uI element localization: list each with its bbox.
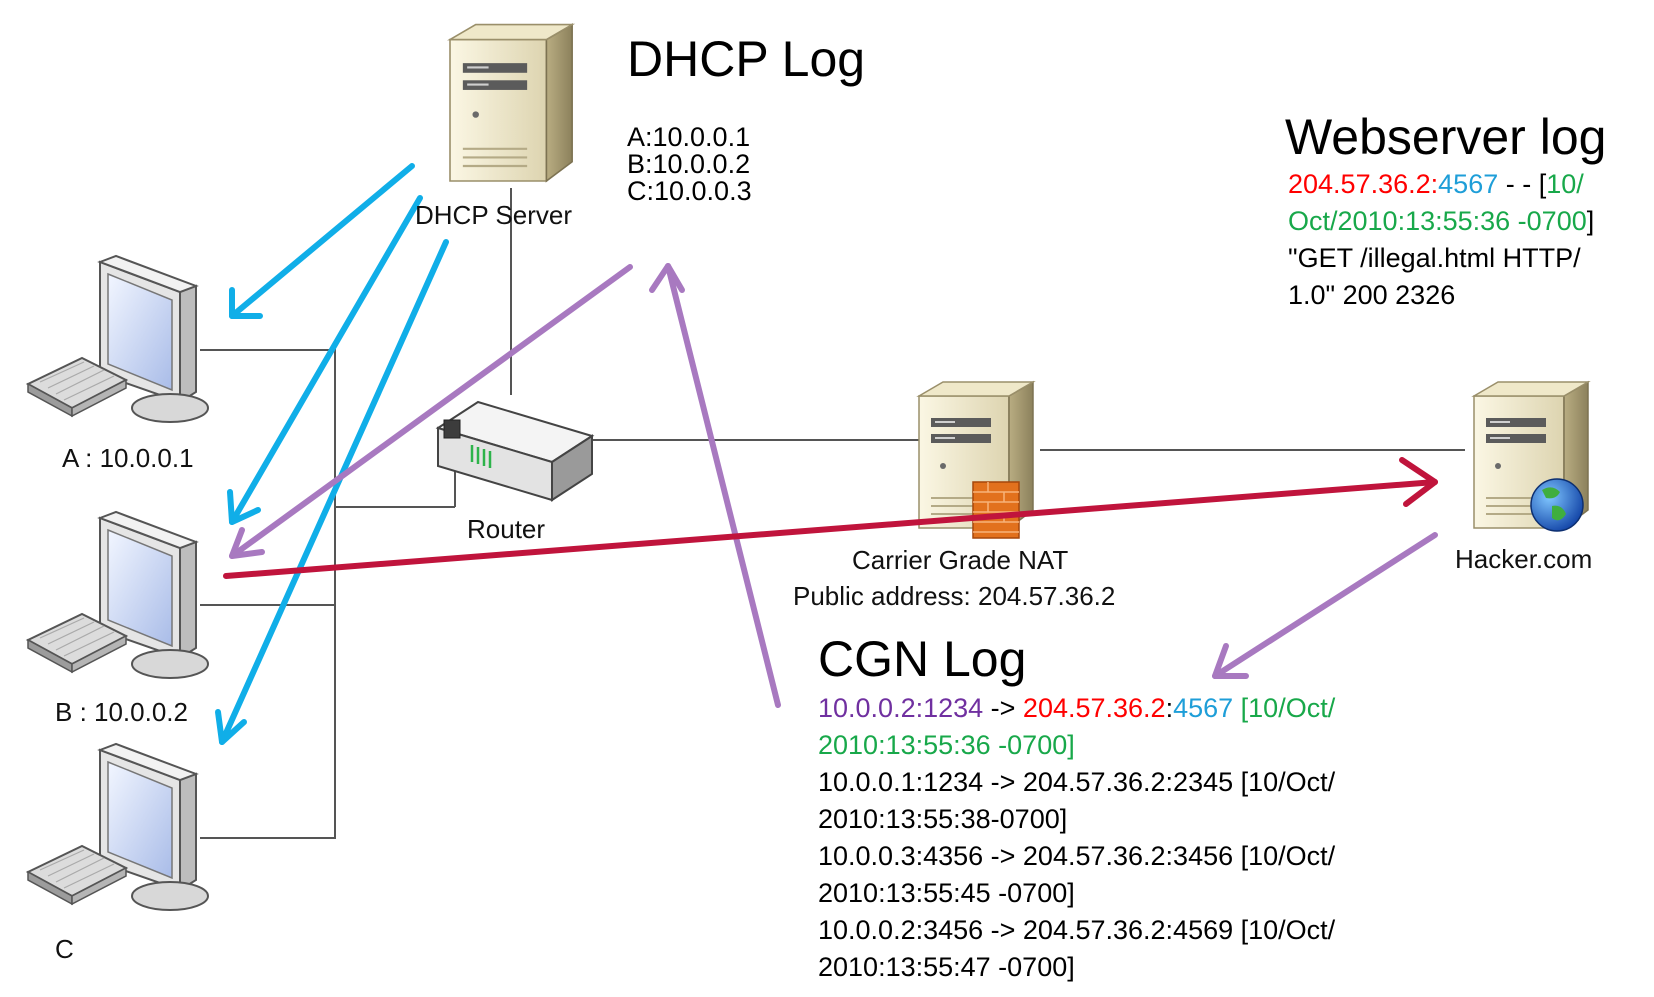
dhcp-server-icon	[448, 23, 574, 183]
cgn-log-line: 10.0.0.1:1234 -> 204.57.36.2:2345 [10/Oc…	[818, 767, 1336, 797]
log-separator: :	[1165, 693, 1174, 723]
router-icon	[435, 400, 595, 502]
cgn-log-line: 2010:13:55:45 -0700]	[818, 878, 1075, 908]
log-text: ->	[983, 693, 1023, 723]
dhcp-server-label: DHCP Server	[415, 200, 573, 230]
log-ip: 204.57.36.2	[1022, 693, 1166, 723]
arrow-b-to-hacker	[223, 479, 1438, 579]
arrow-dhcp-to-b	[229, 195, 423, 525]
dhcp-log-entry: B:10.0.0.2	[627, 149, 751, 179]
webserver-log-body: 204.57.36.2:4567 - - [10/ Oct/2010:13:55…	[1288, 166, 1594, 314]
cgn-log-line: 10.0.0.2:1234 -> 204.57.36.2:4567 [10/Oc…	[818, 690, 1335, 727]
arrow-dhcp-to-a	[229, 163, 415, 319]
computer-icon	[27, 255, 209, 423]
dhcp-log-entry: C:10.0.0.3	[627, 176, 752, 206]
dhcp-log-entries: A:10.0.0.1 B:10.0.0.2 C:10.0.0.3	[627, 124, 752, 205]
cgn-log-line: 2010:13:55:36 -0700]	[818, 730, 1075, 760]
log-timestamp: 10/	[1546, 169, 1584, 199]
cgn-log-line: 2010:13:55:47 -0700]	[818, 952, 1075, 982]
nat-server-icon	[918, 381, 1034, 539]
webserver-log-line: 1.0" 200 2326	[1288, 280, 1456, 310]
cgn-label: Carrier Grade NAT	[852, 545, 1069, 575]
router-label: Router	[467, 514, 546, 544]
cgn-log-title: CGN Log	[818, 631, 1027, 687]
log-private-address: 10.0.0.2:1234	[818, 693, 984, 723]
webserver-log-line: 204.57.36.2:4567 - - [10/	[1288, 166, 1594, 203]
log-text: - - [	[1498, 169, 1547, 199]
webserver-log-line: Oct/2010:13:55:36 -0700]	[1288, 203, 1594, 240]
pc-c-label: C	[55, 934, 74, 964]
log-timestamp: Oct/2010:13:55:36 -0700	[1288, 206, 1587, 236]
arrow-dhcp-to-b	[229, 264, 633, 559]
cgn-log-line: 10.0.0.2:3456 -> 204.57.36.2:4569 [10/Oc…	[818, 915, 1336, 945]
webserver-log-title: Webserver log	[1285, 109, 1607, 165]
webserver-log-line: "GET /illegal.html HTTP/	[1288, 243, 1581, 273]
log-lookup-arrows	[229, 263, 1438, 708]
log-separator: :	[1430, 169, 1439, 199]
request-arrow	[223, 457, 1438, 579]
hacker-label: Hacker.com	[1455, 544, 1593, 574]
cgn-log-line: 10.0.0.3:4356 -> 204.57.36.2:3456 [10/Oc…	[818, 841, 1336, 871]
computer-icon	[27, 743, 209, 911]
arrow-cgn-to-dhcp	[665, 263, 781, 708]
web-server-icon	[1473, 381, 1589, 532]
log-timestamp: [10/Oct/	[1233, 693, 1336, 723]
log-port: 4567	[1438, 169, 1499, 199]
dhcp-log-entry: A:10.0.0.1	[627, 122, 751, 152]
cgn-log-line: 2010:13:55:38-0700]	[818, 804, 1068, 834]
log-ip: 204.57.36.2	[1288, 169, 1431, 199]
log-port: 4567	[1173, 693, 1234, 723]
arrow-dhcp-to-c	[219, 239, 449, 745]
arrow-web-to-cgn	[1212, 532, 1438, 679]
pc-b-label: B : 10.0.0.2	[55, 697, 188, 727]
computer-icon	[27, 511, 209, 679]
dhcp-assignment-arrows	[215, 163, 449, 745]
dhcp-log-title: DHCP Log	[627, 31, 866, 87]
cgn-log-body: 10.0.0.2:1234 -> 204.57.36.2:4567 [10/Oc…	[818, 690, 1335, 986]
pc-a-label: A : 10.0.0.1	[62, 443, 194, 473]
log-text: ]	[1586, 206, 1595, 236]
cgn-address-label: Public address: 204.57.36.2	[793, 581, 1116, 611]
network-cables	[200, 188, 1465, 839]
